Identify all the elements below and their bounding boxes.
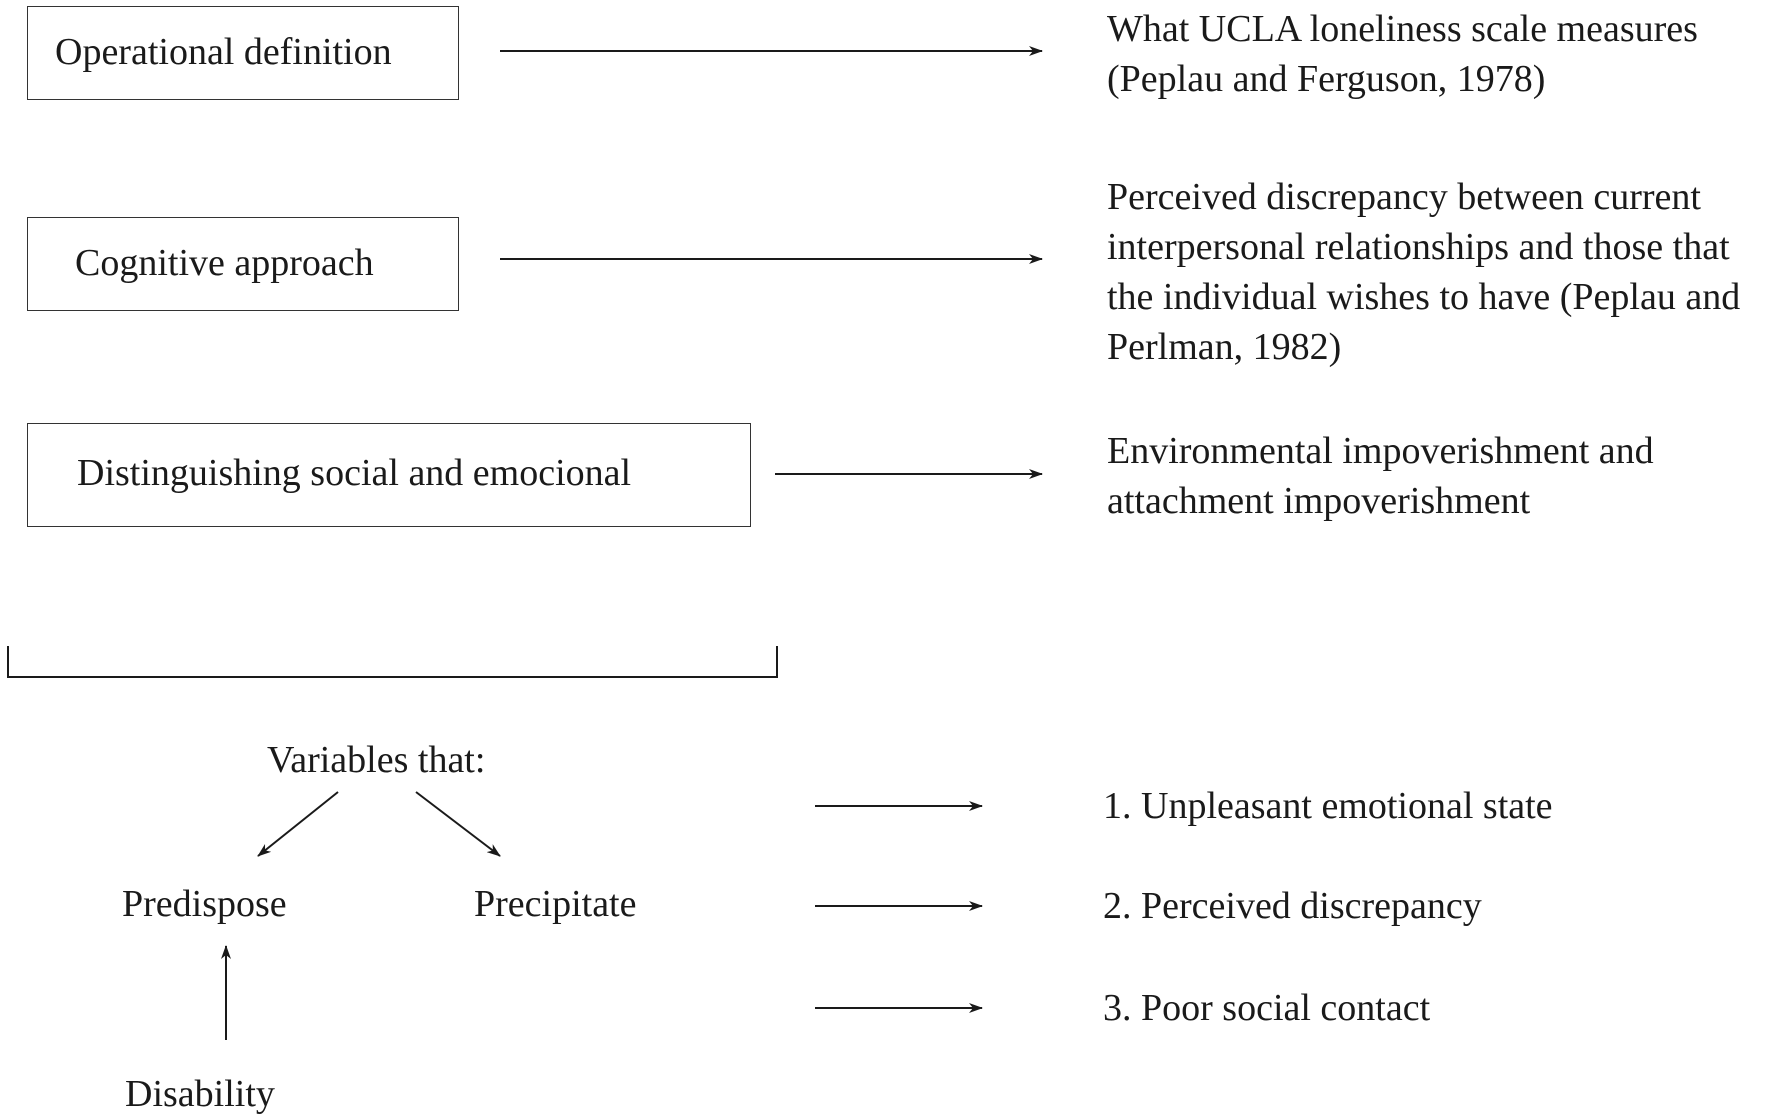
disability-label: Disability: [125, 1073, 275, 1115]
arrow-to-predispose: [257, 791, 339, 857]
outcome-2: 2. Perceived discrepancy: [1103, 885, 1482, 927]
outcome-3: 3. Poor social contact: [1103, 987, 1431, 1029]
description-line: Perceived discrepancy between current: [1107, 176, 1701, 218]
description-line: the individual wishes to have (Peplau an…: [1107, 276, 1741, 318]
predispose-label: Predispose: [122, 883, 287, 925]
description-line: (Peplau and Ferguson, 1978): [1107, 58, 1546, 100]
variables-heading: Variables that:: [267, 739, 486, 781]
description-cognitive-approach: Perceived discrepancy between current in…: [1107, 172, 1740, 372]
description-distinguishing: Environmental impoverishment and attachm…: [1107, 426, 1654, 526]
arrow-to-precipitate: [415, 791, 501, 857]
description-line: What UCLA loneliness scale measures: [1107, 8, 1698, 50]
box-label-distinguishing: Distinguishing social and emocional: [77, 452, 632, 494]
box-operational-definition: [27, 6, 459, 100]
description-line: Environmental impoverishment and: [1107, 430, 1654, 472]
box-label-operational-definition: Operational definition: [55, 31, 392, 73]
box-label-cognitive-approach: Cognitive approach: [75, 242, 374, 284]
box-cognitive-approach: [27, 217, 459, 311]
description-operational-definition: What UCLA loneliness scale measures (Pep…: [1107, 4, 1698, 104]
precipitate-label: Precipitate: [474, 883, 637, 925]
description-line: attachment impoverishment: [1107, 480, 1531, 522]
outcome-1: 1. Unpleasant emotional state: [1103, 785, 1553, 827]
grouping-bracket: [7, 646, 778, 678]
box-distinguishing: [27, 423, 751, 527]
description-line: interpersonal relationships and those th…: [1107, 226, 1730, 268]
description-line: Perlman, 1982): [1107, 326, 1342, 368]
